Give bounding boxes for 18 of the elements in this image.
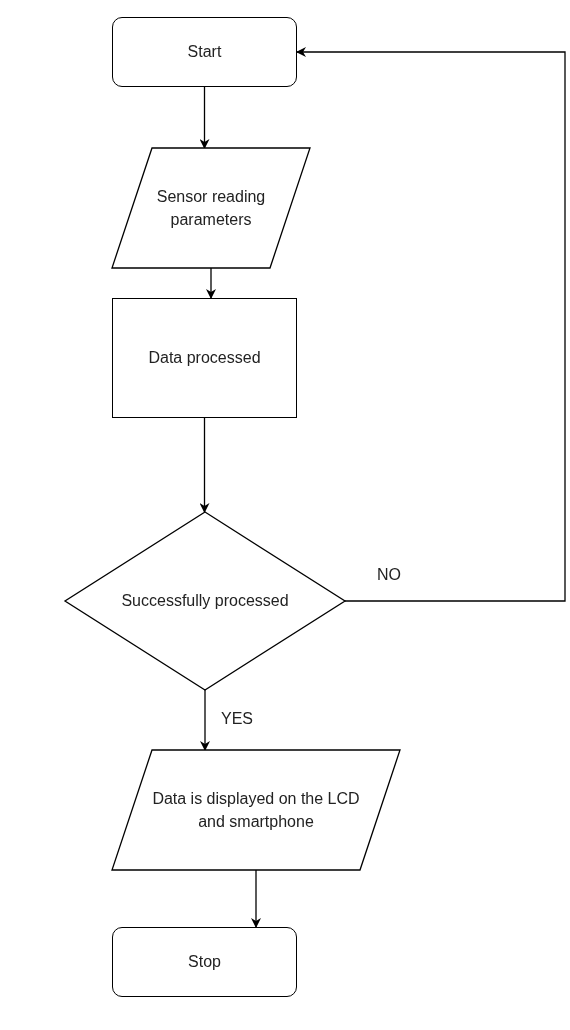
arrow — [251, 869, 261, 928]
arrow — [206, 267, 216, 299]
node-label: Start — [187, 42, 222, 63]
node-label: Data is displayed on the LCD and smartphone — [152, 788, 360, 832]
arrow — [199, 86, 210, 149]
process-box — [112, 298, 297, 418]
arrow — [199, 417, 210, 513]
terminal-box — [112, 17, 297, 87]
node-label: Successfully processed — [121, 591, 289, 612]
terminal-box — [112, 927, 297, 997]
node-label: Stop — [188, 952, 221, 973]
data-parallelogram — [112, 750, 400, 870]
arrow — [296, 47, 566, 602]
node-label: Sensor reading parameters — [155, 186, 267, 230]
node-label: Data processed — [148, 348, 261, 369]
data-parallelogram — [112, 148, 310, 268]
decision-diamond — [65, 512, 345, 690]
arrow — [200, 689, 210, 751]
